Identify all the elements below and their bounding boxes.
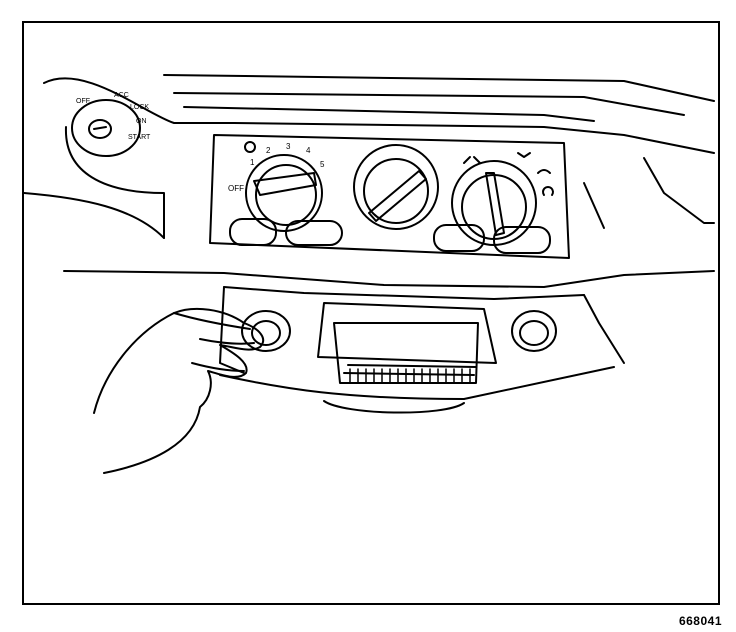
illustration-frame: OFF ACC LOCK ON START OFF 1 2 3 4 5	[22, 21, 720, 605]
recirc-button	[493, 226, 551, 254]
ashtray	[317, 302, 497, 384]
fan-mark: 3	[286, 142, 291, 151]
ignition-cylinder	[88, 119, 112, 139]
ignition-mark: ACC	[114, 92, 129, 99]
hvac-bezel	[209, 134, 570, 259]
ashtray-lid	[317, 302, 497, 364]
mode-knob	[363, 158, 429, 224]
ignition-pod	[64, 126, 165, 239]
dash-upper-trim	[43, 77, 715, 154]
fan-knob	[255, 164, 317, 226]
lighter-inner	[519, 320, 549, 346]
ignition-mark: START	[128, 134, 151, 141]
temp-knob	[461, 174, 527, 240]
defrost-button	[229, 218, 277, 246]
recirculation-icon	[542, 186, 554, 196]
ignition-mark: ON	[136, 118, 147, 125]
fan-mark: 5	[320, 160, 325, 169]
fan-mark: 2	[266, 146, 271, 155]
lighter-bezel	[511, 310, 557, 352]
rear-defog-button	[285, 220, 343, 246]
floor-icon	[517, 152, 531, 158]
temp-knob-pointer	[485, 172, 505, 236]
finger-line-1	[199, 338, 255, 345]
vent-icon	[463, 156, 481, 164]
dash-lower-edge	[63, 270, 715, 288]
dash-body-left	[24, 192, 165, 239]
console-bottom	[219, 366, 615, 400]
outlet-knob	[251, 320, 281, 346]
ignition-bezel	[71, 99, 141, 157]
hvac-control-panel	[209, 134, 570, 259]
ignition-mark: LOCK	[130, 104, 149, 111]
console-side-right	[583, 294, 625, 364]
hand-outline	[93, 307, 265, 474]
dash-top-line-1	[163, 74, 715, 102]
fan-mark: 4	[306, 146, 311, 155]
dash-top-line-2	[173, 92, 685, 116]
ashtray-body	[333, 322, 479, 384]
ashtray-grille	[349, 368, 471, 384]
thumb	[173, 312, 251, 330]
defrost-icon	[537, 169, 551, 174]
fan-mark: OFF	[228, 184, 244, 193]
mode-knob-pointer	[368, 170, 427, 222]
fan-knob-pointer	[253, 172, 317, 196]
ignition-switch	[64, 99, 165, 239]
ac-button	[433, 224, 485, 252]
finger-line-2	[191, 362, 245, 372]
hand	[93, 307, 265, 474]
lighter-socket	[511, 310, 557, 352]
fan-mark: 1	[250, 158, 255, 167]
fan-icon	[244, 141, 256, 153]
fan-knob-ring	[245, 154, 323, 232]
console-top-edge	[223, 286, 585, 300]
ignition-mark: OFF	[76, 98, 90, 105]
mode-knob-ring	[353, 144, 439, 230]
ignition-marks: OFF ACC LOCK ON START	[76, 92, 151, 141]
dash-body-right	[643, 157, 715, 224]
lower-console	[219, 286, 625, 414]
dash-top-line-3	[183, 106, 595, 122]
fan-knob-marks: OFF 1 2 3 4 5	[228, 142, 325, 193]
outlet-bezel	[241, 310, 291, 352]
dashboard-illustration: OFF ACC LOCK ON START OFF 1 2 3 4 5	[24, 74, 715, 474]
figure-code: 668041	[678, 614, 722, 628]
accessory-outlet	[241, 310, 291, 352]
